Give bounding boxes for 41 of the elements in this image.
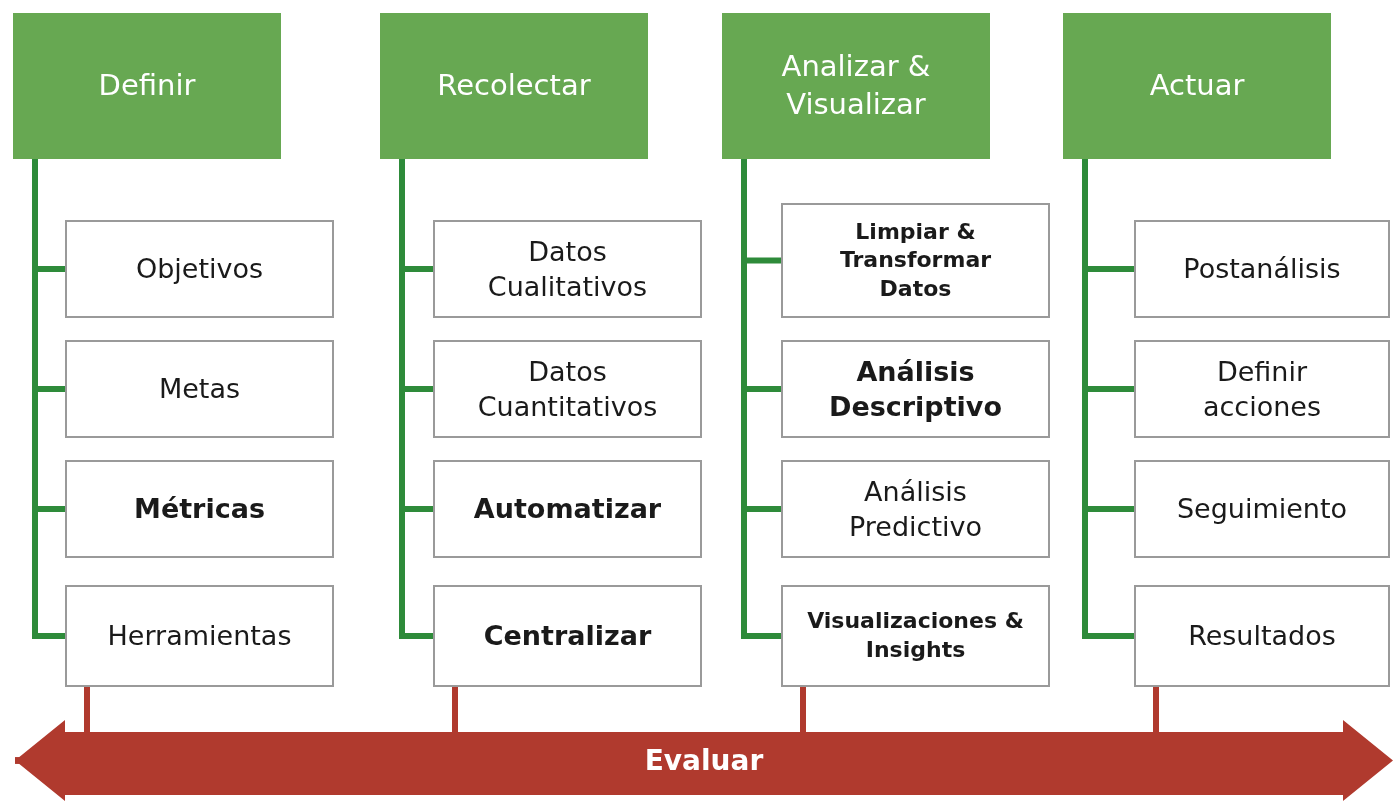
step-label: Resultados <box>1188 619 1336 654</box>
stage-header-box <box>380 13 648 159</box>
step-label: Limpiar & Transformar Datos <box>838 217 993 303</box>
header-label: Definir <box>98 67 196 105</box>
step-box <box>781 460 1050 558</box>
step-label: Postanálisis <box>1183 252 1341 287</box>
stage-header-box <box>1063 13 1331 159</box>
step-label: Visualizaciones & Insights <box>806 607 1025 664</box>
step-box <box>65 585 334 687</box>
step-label: Automatizar <box>473 492 662 527</box>
stage-header-box <box>13 13 281 159</box>
step-label: Metas <box>158 372 241 407</box>
step-box <box>433 220 702 318</box>
step-box <box>1134 220 1390 318</box>
step-box <box>433 460 702 558</box>
step-label: Herramientas <box>107 619 292 654</box>
step-label: Seguimiento <box>1176 492 1348 527</box>
header-label: Actuar <box>1149 67 1245 105</box>
step-box <box>433 585 702 687</box>
step-box <box>1134 460 1390 558</box>
step-box <box>65 340 334 438</box>
header-label: Analizar & Visualizar <box>781 48 931 123</box>
stage-header-box <box>722 13 990 159</box>
step-box <box>781 203 1050 318</box>
step-box <box>781 340 1050 438</box>
step-label: Centralizar <box>483 619 652 654</box>
step-box <box>1134 340 1390 438</box>
step-box <box>781 585 1050 687</box>
step-box <box>65 220 334 318</box>
step-box <box>65 460 334 558</box>
connector-line <box>32 159 65 639</box>
step-label: Análisis Descriptivo <box>828 354 1003 424</box>
step-label: Objetivos <box>135 252 264 287</box>
step-label: Datos Cuantitativos <box>476 354 659 424</box>
step-label: Definir acciones <box>1201 354 1322 424</box>
step-label: Análisis Predictivo <box>848 474 983 544</box>
step-box <box>1134 585 1390 687</box>
step-label: Datos Cualitativos <box>486 234 649 304</box>
header-label: Recolectar <box>437 67 591 105</box>
step-label: Métricas <box>134 492 265 527</box>
step-box <box>433 340 702 438</box>
